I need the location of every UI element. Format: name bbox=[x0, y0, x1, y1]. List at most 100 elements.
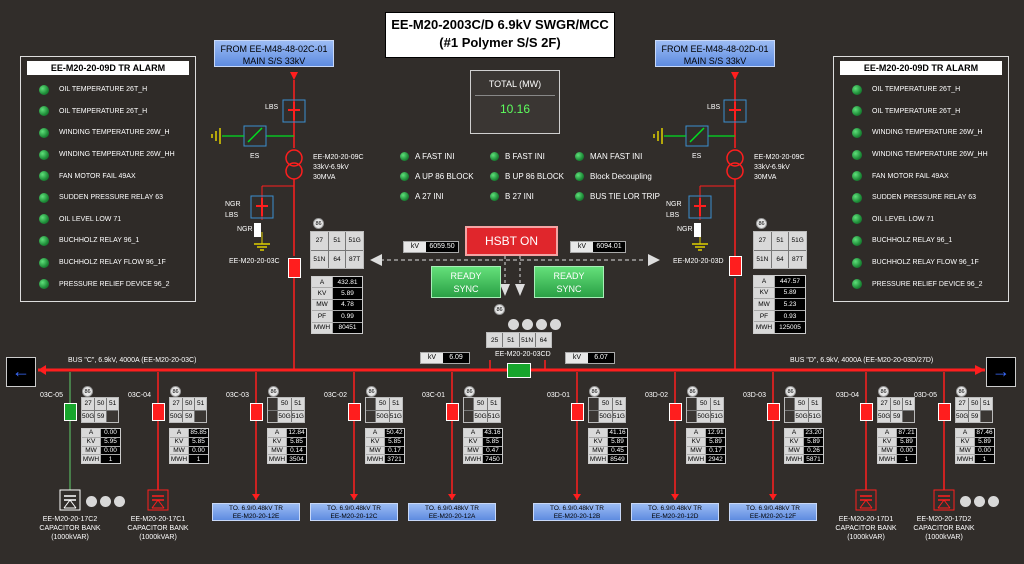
indicator-led-icon bbox=[490, 191, 499, 201]
nav-right-button[interactable]: → bbox=[986, 357, 1016, 387]
total-mw-value: 10.16 bbox=[475, 95, 555, 116]
feeder-breaker[interactable] bbox=[938, 403, 951, 421]
feeder-breaker[interactable] bbox=[64, 403, 77, 421]
lockout-86[interactable]: 86 bbox=[589, 386, 600, 397]
lockout-86[interactable]: 86 bbox=[464, 386, 475, 397]
lbs-right-label: LBS bbox=[707, 104, 721, 111]
alarm-led-icon bbox=[39, 84, 49, 95]
lockout-86[interactable]: 86 bbox=[878, 386, 889, 397]
relay-cell bbox=[464, 398, 474, 410]
relay-cell: 51 bbox=[328, 232, 346, 250]
cap-line: CAPACITOR BANK bbox=[913, 525, 975, 532]
capacitor-bank-icon[interactable] bbox=[932, 488, 956, 514]
feeder-breaker[interactable] bbox=[152, 403, 165, 421]
meter-key: MW bbox=[589, 446, 607, 455]
lockout-86[interactable]: 86 bbox=[268, 386, 279, 397]
capacitor-bank-icon[interactable] bbox=[58, 488, 82, 514]
meter-value: 0.26 bbox=[804, 446, 823, 455]
indicator-led-icon bbox=[400, 191, 409, 201]
feeder-breaker[interactable] bbox=[250, 403, 263, 421]
relay-cell: 50 bbox=[697, 398, 710, 410]
breaker-right[interactable] bbox=[729, 256, 742, 276]
relay-cell: 50G bbox=[697, 410, 710, 422]
transformer-left bbox=[285, 149, 303, 167]
bustie-breaker[interactable] bbox=[507, 363, 531, 378]
meter-key: KV bbox=[589, 437, 607, 446]
alarm-led-icon bbox=[852, 192, 862, 203]
relay-cell: 50 bbox=[278, 398, 291, 410]
lockout-86[interactable]: 86 bbox=[956, 386, 967, 397]
tr-line1: TO. 6.9/0.48kV TR bbox=[648, 505, 702, 512]
feeder-breaker[interactable] bbox=[571, 403, 584, 421]
breaker-left[interactable] bbox=[288, 258, 301, 278]
es-left-label: ES bbox=[250, 153, 260, 160]
feeder-label: 03D-03 bbox=[743, 392, 766, 399]
feeder-breaker[interactable] bbox=[767, 403, 780, 421]
nav-left-button[interactable]: ← bbox=[6, 357, 36, 387]
status-indicator: Block Decoupling bbox=[575, 171, 660, 181]
tr-line2: EE-M20-20-12F bbox=[749, 513, 797, 520]
hsbt-on-button[interactable]: HSBT ON bbox=[465, 226, 558, 256]
arrow-left-icon: ← bbox=[12, 361, 30, 381]
lockout-86-left[interactable]: 86 bbox=[313, 218, 324, 229]
meter-key: KV bbox=[312, 288, 332, 299]
ngr-left-resistor bbox=[254, 223, 261, 237]
ngr-lbs-right-label: NGR LBS bbox=[666, 201, 682, 219]
lockout-86[interactable]: 86 bbox=[366, 386, 377, 397]
status-indicator: MAN FAST INI bbox=[575, 151, 660, 161]
relay-cell: 51G bbox=[612, 410, 625, 422]
feeder-breaker[interactable] bbox=[348, 403, 361, 421]
capacitor-bank-icon[interactable] bbox=[146, 488, 170, 514]
feeder-breaker[interactable] bbox=[669, 403, 682, 421]
alarm-item: WINDING TEMPERATURE 26W_H bbox=[834, 122, 1008, 144]
meter-key: A bbox=[785, 429, 803, 437]
source-right-box[interactable]: FROM EE-M48-48-02D-01 MAIN S/S 33kV bbox=[655, 40, 775, 67]
relay-cell: 50G bbox=[956, 410, 969, 422]
relay-cell: 51 bbox=[487, 398, 500, 410]
lockout-86[interactable]: 86 bbox=[687, 386, 698, 397]
relay-cell: 50 bbox=[474, 398, 487, 410]
status-indicator: A 27 INI bbox=[400, 191, 474, 201]
meter-value: 85.85 bbox=[189, 429, 208, 437]
meter-value: 125005 bbox=[775, 322, 805, 333]
relay-cell: 64 bbox=[535, 333, 551, 347]
alarm-item: OIL TEMPERATURE 26T_H bbox=[834, 79, 1008, 101]
indicator-label: B UP 86 BLOCK bbox=[505, 171, 564, 181]
relay-cell: 50G bbox=[878, 410, 891, 422]
capacitor-bank-icon[interactable] bbox=[854, 488, 878, 514]
feeder-breaker[interactable] bbox=[446, 403, 459, 421]
alarm-led-icon bbox=[39, 257, 49, 268]
lockout-86-bustie[interactable]: 86 bbox=[494, 304, 505, 315]
source-left-box[interactable]: FROM EE-M48-48-02C-01 MAIN S/S 33kV bbox=[214, 40, 334, 67]
relay-cell: 51G bbox=[291, 410, 304, 422]
relay-cell: 50 bbox=[183, 398, 195, 410]
feeder-label: 03C-04 bbox=[128, 392, 151, 399]
lockout-86[interactable]: 86 bbox=[82, 386, 93, 397]
relay-cell: 51N bbox=[754, 250, 771, 268]
lockout-86-right[interactable]: 86 bbox=[756, 218, 767, 229]
alarm-item: PRESSURE RELIEF DEVICE 96_2 bbox=[834, 273, 1008, 295]
cap-line: EE-M20-20-17C1 bbox=[130, 516, 186, 523]
feeder-arrow bbox=[448, 494, 456, 500]
lockout-86[interactable]: 86 bbox=[785, 386, 796, 397]
relay-cell bbox=[268, 410, 278, 422]
meter-key: MWH bbox=[366, 455, 384, 463]
lockout-86[interactable]: 86 bbox=[170, 386, 181, 397]
feeder-breaker[interactable] bbox=[860, 403, 873, 421]
alarm-item: FAN MOTOR FAIL 49AX bbox=[21, 165, 195, 187]
